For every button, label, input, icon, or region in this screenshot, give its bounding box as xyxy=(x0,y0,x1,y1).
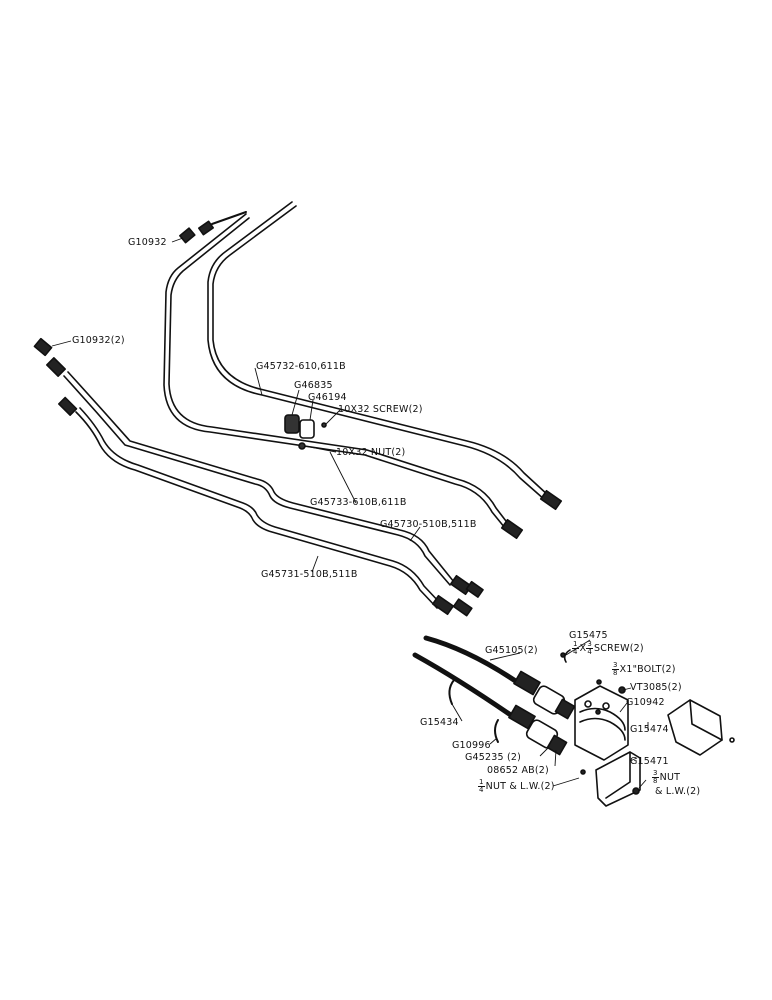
tube-g45733 xyxy=(163,213,510,529)
label-g46194: G46194 xyxy=(308,392,347,403)
hose-g45105-lower xyxy=(412,652,568,756)
bracket-g15474 xyxy=(667,699,735,756)
label-g45105: G45105(2) xyxy=(485,645,538,656)
label-g45730: G45730-510B,511B xyxy=(380,519,477,530)
leader-lines xyxy=(51,237,649,789)
label-g45733: G45733-610B,611B xyxy=(310,497,407,508)
fitting-tube-ends xyxy=(431,489,563,617)
label-g15434: G15434 xyxy=(420,717,459,728)
label-g15474: G15474 xyxy=(630,724,669,735)
clamp-g46835 xyxy=(284,414,327,450)
fitting-g10932-left xyxy=(33,337,78,416)
label-08652ab: 08652 AB(2) xyxy=(487,765,549,776)
label-g45732: G45732-610,611B xyxy=(256,361,346,372)
fitting-g10932-top xyxy=(179,211,247,244)
tube-g45732 xyxy=(207,201,550,501)
label-10x32-nut: 10X32 NUT(2) xyxy=(336,447,406,458)
label-10x32-screw: 10X32 SCREW(2) xyxy=(338,404,423,415)
label-g15471: G15471 xyxy=(630,756,669,767)
label-g10932: G10932 xyxy=(128,237,167,248)
tube-g45731 xyxy=(75,407,442,609)
clip-g15434 xyxy=(448,679,499,743)
label-g10996: G10996 xyxy=(452,740,491,751)
label-vt3085: VT3085(2) xyxy=(630,682,682,693)
label-g10942: G10942 xyxy=(626,697,665,708)
clamp-g10942 xyxy=(560,649,629,775)
label-g46835: G46835 xyxy=(294,380,333,391)
bracket-g15471 xyxy=(595,751,641,807)
label-38-nut-lw-line2: & L.W.(2) xyxy=(655,786,701,797)
label-g45235: G45235 (2) xyxy=(465,752,522,763)
label-g15475: G15475 xyxy=(569,630,608,641)
hose-g45105-upper xyxy=(423,635,576,720)
tube-g45730 xyxy=(63,371,455,586)
label-g45731: G45731-510B,511B xyxy=(261,569,358,580)
label-g10932-2: G10932(2) xyxy=(72,335,125,346)
